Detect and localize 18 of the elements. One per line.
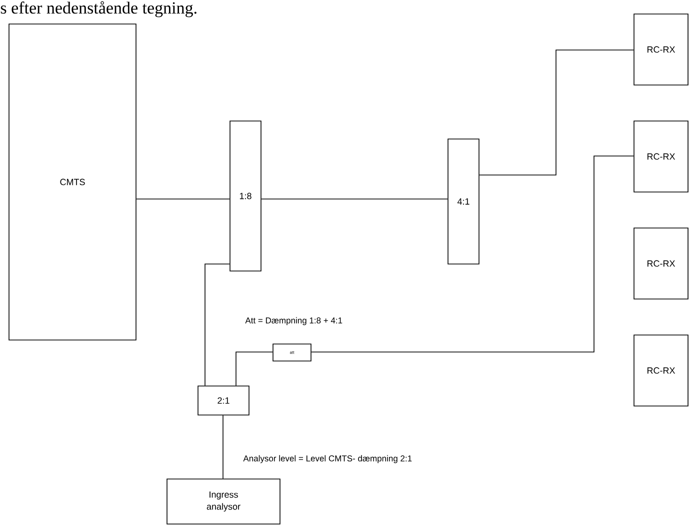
process-box: 2:1: [198, 386, 250, 416]
connector-line: [261, 198, 448, 200]
connector-line: [311, 156, 634, 352]
formula-note: Att = Dæmpning 1:8 + 4:1: [245, 317, 342, 326]
process-box: 1:8: [230, 120, 262, 272]
process-box: RC-RX: [634, 228, 688, 300]
process-box: RC-RX: [634, 14, 688, 86]
formula-note: Analysor level = Level CMTS- dæmpning 2:1: [243, 455, 412, 464]
process-box: RC-RX: [634, 334, 688, 406]
process-box: RC-RX: [634, 120, 688, 192]
connector-line: [136, 198, 230, 200]
connector-line: [204, 264, 230, 386]
connector-line: [236, 352, 273, 386]
connector-line: [222, 414, 224, 479]
process-box: Ingress analysor: [166, 478, 280, 524]
process-box: 4:1: [448, 138, 480, 264]
connector-line: [479, 50, 634, 176]
process-box: CMTS: [8, 24, 136, 340]
